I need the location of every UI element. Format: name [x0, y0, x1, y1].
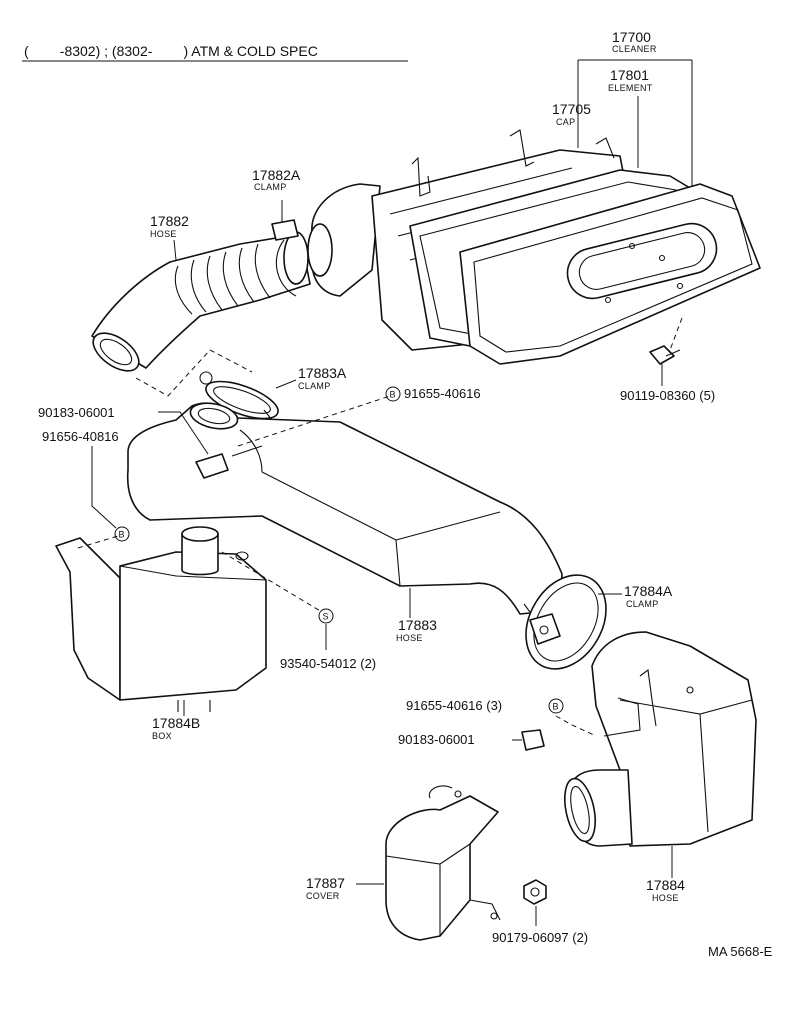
label-91655-top: 91655-40616: [404, 386, 481, 401]
label-17705: 17705: [552, 101, 591, 117]
svg-text:B: B: [553, 702, 559, 712]
label-box: BOX: [152, 731, 172, 741]
label-90183-top: 90183-06001: [38, 405, 115, 420]
leader-17882: [173, 239, 177, 261]
hose-17882: [91, 231, 311, 372]
label-17884b: 17884B: [152, 715, 200, 731]
label-17801: 17801: [610, 67, 649, 83]
nut-90179: [523, 879, 547, 905]
leader-17883a: [275, 379, 297, 389]
svg-text:B: B: [119, 530, 125, 540]
label-91656: 91656-40816: [42, 429, 119, 444]
label-91655-3: 91655-40616 (3): [406, 698, 502, 713]
label-93540: 93540-54012 (2): [280, 656, 376, 671]
label-element: ELEMENT: [608, 83, 653, 93]
label-17884a: 17884A: [624, 583, 673, 599]
marker-b1: B: [385, 386, 401, 402]
label-17700: 17700: [612, 29, 651, 45]
header-text: ( -8302) ; (8302- ) ATM & COLD SPEC: [24, 43, 318, 59]
label-90183-bottom: 90183-06001: [398, 732, 475, 747]
nut-90183-part: [521, 729, 545, 751]
label-clamp-c: CLAMP: [626, 599, 659, 609]
leader-90183-top: [158, 411, 209, 455]
label-17882a: 17882A: [252, 167, 301, 183]
label-cap: CAP: [556, 117, 575, 127]
bolt-90119: [649, 317, 683, 386]
cover-17887: [385, 785, 501, 941]
label-17887: 17887: [306, 875, 345, 891]
label-cleaner: CLEANER: [612, 44, 657, 54]
label-clamp-b: CLAMP: [298, 381, 331, 391]
marker-b2: B: [114, 526, 130, 542]
dashed-b3: [555, 715, 597, 737]
marker-b3: B: [548, 698, 564, 714]
label-17882: 17882: [150, 213, 189, 229]
label-17884: 17884: [646, 877, 685, 893]
label-hose-17882: HOSE: [150, 229, 177, 239]
clamp-17883a: [199, 371, 279, 421]
label-cover: COVER: [306, 891, 340, 901]
hose-17884: [563, 631, 757, 847]
air-cleaner-assembly: [307, 129, 761, 365]
label-clamp-a: CLAMP: [254, 182, 287, 192]
leader-91656: [91, 446, 117, 529]
label-90119: 90119-08360 (5): [620, 388, 715, 403]
svg-text:B: B: [390, 390, 396, 400]
dashed-b2: [77, 535, 119, 549]
box-17884b: [55, 526, 267, 712]
footer-code: MA 5668-E: [708, 944, 773, 959]
clamp-17882a: [271, 219, 299, 297]
label-90179: 90179-06097 (2): [492, 930, 588, 945]
dashed-hose-link: [135, 349, 253, 397]
marker-s: S: [318, 608, 334, 624]
label-hose-17883: HOSE: [396, 633, 423, 643]
dashed-s: [221, 551, 323, 613]
label-17883: 17883: [398, 617, 437, 633]
label-17883a: 17883A: [298, 365, 347, 381]
svg-text:S: S: [323, 612, 329, 622]
label-hose-17884: HOSE: [652, 893, 679, 903]
hose-17883: [126, 402, 563, 615]
clamp-17884a: [523, 574, 607, 670]
